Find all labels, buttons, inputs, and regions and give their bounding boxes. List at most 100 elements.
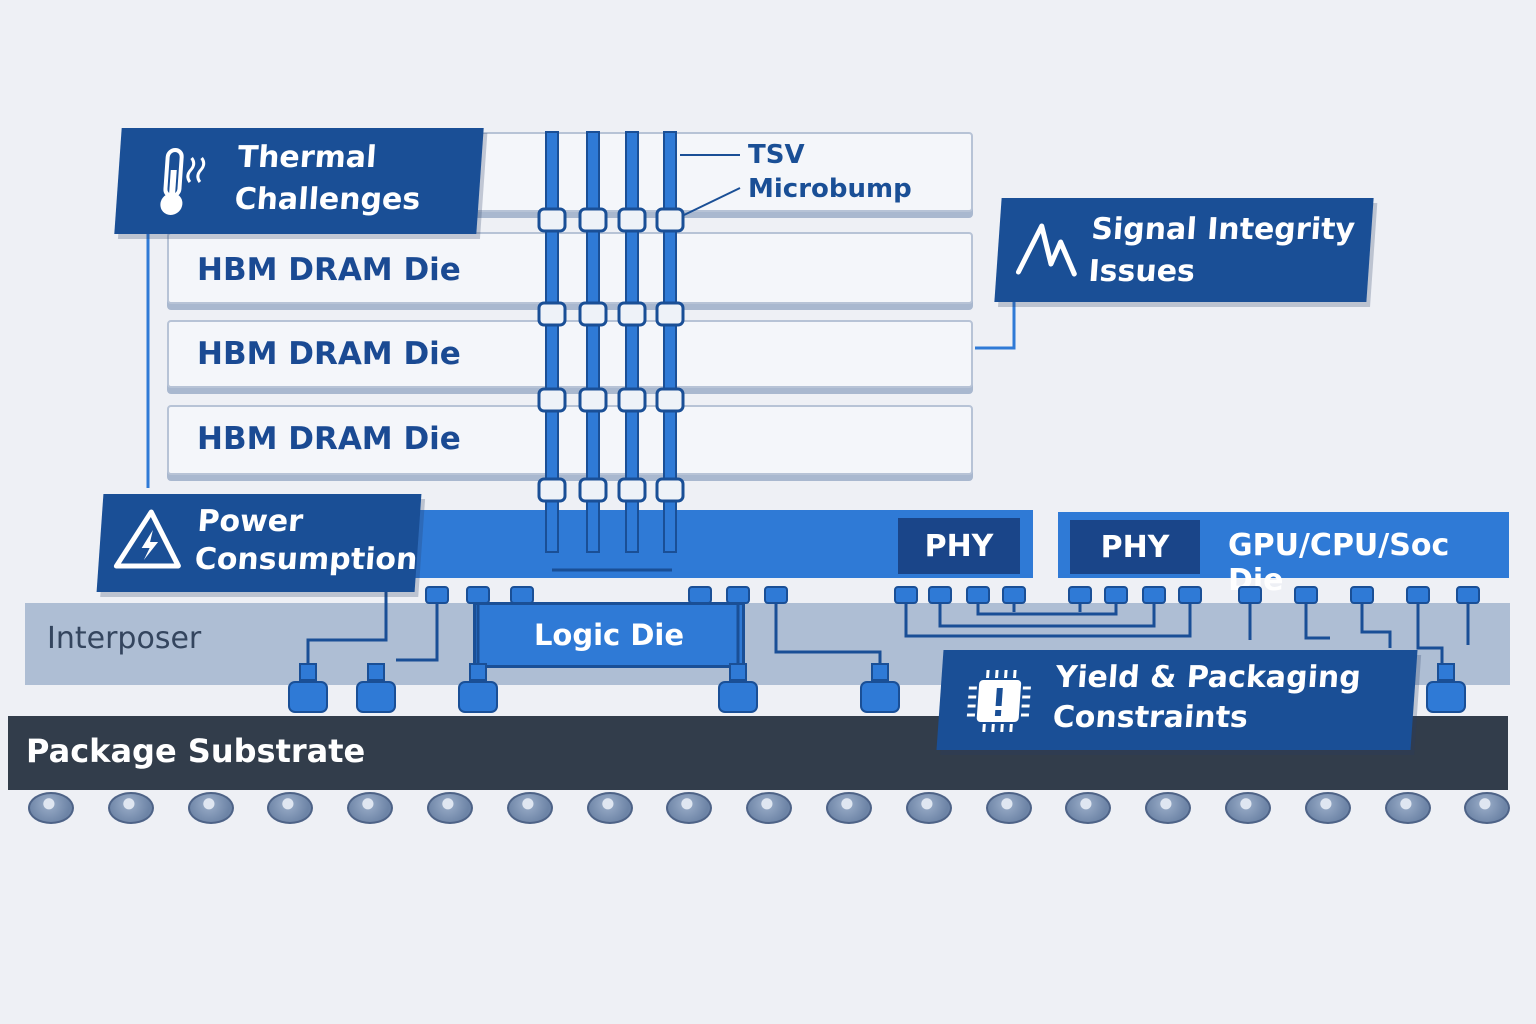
solder-ball bbox=[666, 792, 713, 824]
solder-ball bbox=[1304, 792, 1351, 824]
microbump bbox=[578, 477, 608, 503]
microbump bbox=[537, 207, 567, 233]
callout-signal-line2: Issues bbox=[1087, 254, 1197, 289]
microbump bbox=[655, 387, 685, 413]
solder-ball bbox=[746, 792, 793, 824]
solder-ball bbox=[586, 792, 633, 824]
dram-die-2: HBM DRAM Die bbox=[167, 320, 973, 388]
microbump bbox=[537, 387, 567, 413]
microbump-label: Microbump bbox=[748, 174, 912, 204]
c4-bump-neck bbox=[729, 663, 747, 681]
microbump bbox=[655, 301, 685, 327]
interposer-pad bbox=[688, 586, 712, 604]
c4-bump bbox=[1426, 681, 1466, 713]
interposer-pad bbox=[425, 586, 449, 604]
phy-right: PHY bbox=[1070, 520, 1200, 574]
callout-signal-integrity: Signal Integrity Issues bbox=[994, 198, 1374, 302]
microbump bbox=[537, 301, 567, 327]
c4-bump-neck bbox=[367, 663, 385, 681]
callout-thermal-line1: Thermal bbox=[236, 140, 378, 175]
callout-yield: Yield & Packaging Constraints bbox=[936, 650, 1418, 750]
callout-power-line2: Consumption bbox=[193, 542, 419, 577]
solder-ball bbox=[187, 792, 234, 824]
dram-die-label: HBM DRAM Die bbox=[197, 252, 461, 288]
c4-bumps bbox=[288, 663, 1466, 713]
solder-ball bbox=[826, 792, 872, 824]
solder-ball bbox=[1225, 792, 1271, 824]
solder-ball bbox=[1384, 792, 1431, 824]
c4-bump-neck bbox=[1437, 663, 1455, 681]
solder-ball bbox=[28, 792, 74, 824]
callout-yield-line1: Yield & Packaging bbox=[1054, 660, 1362, 695]
interposer: Interposer bbox=[25, 603, 1510, 685]
microbump bbox=[655, 477, 685, 503]
microbump bbox=[578, 207, 608, 233]
interposer-pad bbox=[1104, 586, 1128, 604]
callout-power-line1: Power bbox=[196, 504, 305, 539]
interposer-pad bbox=[894, 586, 918, 604]
microbump bbox=[617, 207, 647, 233]
microbump bbox=[578, 387, 608, 413]
interposer-pad bbox=[1456, 586, 1480, 604]
logic-die-label: Logic Die bbox=[533, 618, 685, 652]
interposer-pad bbox=[1002, 586, 1026, 604]
solder-ball bbox=[506, 792, 553, 824]
chip-alert-icon bbox=[966, 670, 1031, 732]
callout-thermal: Thermal Challenges bbox=[114, 128, 484, 234]
c4-bump bbox=[458, 681, 498, 713]
interposer-pad bbox=[1350, 586, 1374, 604]
callout-yield-line2: Constraints bbox=[1051, 700, 1250, 735]
microbump bbox=[617, 301, 647, 327]
interposer-pad bbox=[1142, 586, 1166, 604]
c4-bump-neck bbox=[469, 663, 487, 681]
interposer-pad bbox=[1238, 586, 1262, 604]
callout-thermal-line2: Challenges bbox=[233, 182, 422, 217]
interposer-pad bbox=[1068, 586, 1092, 604]
microbump bbox=[617, 387, 647, 413]
package-substrate-label: Package Substrate bbox=[26, 732, 366, 770]
solder-ball bbox=[985, 792, 1032, 824]
interposer-label: Interposer bbox=[47, 621, 202, 656]
solder-ball bbox=[1065, 792, 1112, 824]
microbump bbox=[578, 301, 608, 327]
callout-signal-line1: Signal Integrity bbox=[1090, 212, 1357, 247]
phy-left: PHY bbox=[898, 518, 1020, 574]
interposer-pad bbox=[726, 586, 750, 604]
solder-ball-row bbox=[0, 792, 1536, 828]
c4-bump-neck bbox=[299, 663, 317, 681]
solder-ball bbox=[1145, 792, 1192, 824]
c4-bump-neck bbox=[871, 663, 889, 681]
microbump bbox=[537, 477, 567, 503]
interposer-pad bbox=[1406, 586, 1430, 604]
solder-ball bbox=[905, 792, 952, 824]
dram-die-label: HBM DRAM Die bbox=[197, 421, 461, 457]
microbump bbox=[617, 477, 647, 503]
solder-ball bbox=[1464, 792, 1511, 824]
tsv-label: TSV bbox=[748, 140, 805, 170]
dram-die-1: HBM DRAM Die bbox=[167, 232, 973, 304]
tsv-columns bbox=[545, 131, 677, 553]
interposer-pad bbox=[764, 586, 788, 604]
solder-ball bbox=[427, 792, 473, 824]
solder-ball bbox=[267, 792, 314, 824]
interposer-pad bbox=[510, 586, 534, 604]
interposer-pad bbox=[1294, 586, 1318, 604]
c4-bump bbox=[288, 681, 328, 713]
solder-ball bbox=[347, 792, 394, 824]
solder-ball bbox=[107, 792, 154, 824]
interposer-pad bbox=[966, 586, 990, 604]
interposer-pad bbox=[928, 586, 952, 604]
callout-power: Power Consumption bbox=[96, 494, 422, 592]
dram-die-3: HBM DRAM Die bbox=[167, 405, 973, 475]
interposer-pad bbox=[1178, 586, 1202, 604]
c4-bump bbox=[356, 681, 396, 713]
dram-die-label: HBM DRAM Die bbox=[197, 336, 461, 372]
c4-bump bbox=[860, 681, 900, 713]
logic-die: Logic Die bbox=[473, 602, 745, 668]
microbump bbox=[655, 207, 685, 233]
waveform-icon bbox=[1015, 223, 1077, 277]
microbumps bbox=[537, 207, 685, 503]
interposer-pads bbox=[425, 586, 1480, 604]
c4-bump bbox=[718, 681, 758, 713]
